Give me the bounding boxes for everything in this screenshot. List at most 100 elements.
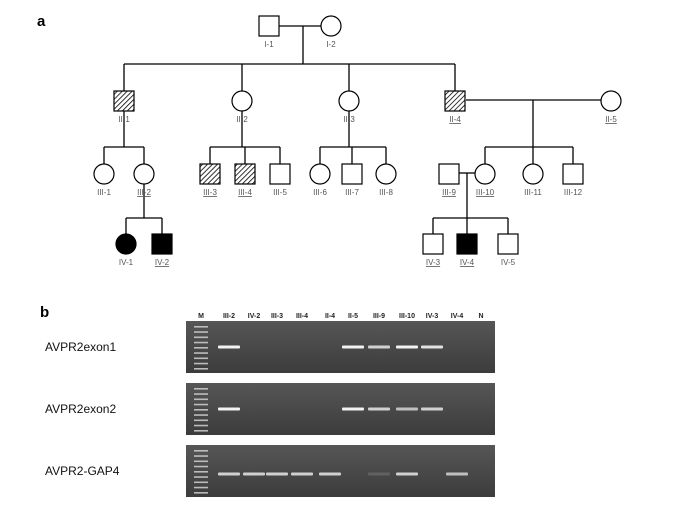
label-iii-7: III-7 (345, 188, 359, 197)
lane-label-iii-2: III-2 (223, 313, 235, 320)
band-iii-9 (368, 472, 390, 476)
ladder-band (194, 424, 208, 427)
ladder-band (194, 430, 208, 432)
ladder-band (194, 347, 208, 349)
lane-label-m: M (198, 313, 204, 320)
ladder-band (194, 471, 208, 473)
label-ii-1: II-1 (118, 115, 130, 124)
ladder-band (194, 486, 208, 489)
symbol-iii-8 (375, 163, 397, 185)
band-iv-2 (243, 472, 265, 476)
label-iv-4: IV-4 (460, 258, 475, 267)
ladder-band (194, 368, 208, 370)
ladder-band (194, 357, 208, 360)
lane-label-iii-3: III-3 (271, 313, 283, 320)
symbol-iii-3 (199, 163, 221, 185)
symbol-iv-2 (151, 233, 173, 255)
ladder-band (194, 341, 208, 344)
label-iii-5: III-5 (273, 188, 287, 197)
symbol-iii-2 (133, 163, 155, 185)
lane-label-ii-5: II-5 (348, 313, 358, 320)
lane-label-n: N (478, 313, 483, 320)
ladder-band (194, 414, 208, 416)
symbol-ii-1 (113, 90, 135, 112)
band-ii-5 (342, 345, 364, 349)
ladder-band (194, 419, 208, 422)
band-iii-4 (291, 472, 313, 476)
band-iii-2 (218, 345, 240, 349)
ladder-band (194, 403, 208, 406)
symbol-iv-1 (115, 233, 137, 255)
symbol-i-1 (258, 15, 280, 37)
ladder-band (194, 352, 208, 354)
gel-image-3 (186, 445, 495, 497)
ladder-band (194, 393, 208, 395)
label-iii-8: III-8 (379, 188, 393, 197)
symbol-iii-11 (522, 163, 544, 185)
symbol-iv-3 (422, 233, 444, 255)
symbol-iii-12 (562, 163, 584, 185)
panel-b-letter: b (40, 304, 49, 321)
symbol-ii-5 (600, 90, 622, 112)
band-iii-10 (396, 472, 418, 476)
label-iv-2: IV-2 (155, 258, 170, 267)
ladder-band (194, 331, 208, 333)
label-ii-3: II-3 (343, 115, 355, 124)
lane-label-iv-4: IV-4 (451, 313, 464, 320)
symbol-iii-4 (234, 163, 256, 185)
band-iv-4 (446, 472, 468, 476)
symbol-ii-3 (338, 90, 360, 112)
symbol-iii-9 (438, 163, 460, 185)
label-i-1: I-1 (264, 40, 274, 49)
band-ii-4 (319, 472, 341, 476)
ladder-band (194, 450, 208, 452)
symbol-iv-4 (456, 233, 478, 255)
ladder-band (194, 362, 208, 365)
ladder-band (194, 465, 208, 468)
gel-name-3: AVPR2-GAP4 (45, 464, 120, 478)
band-iii-3 (266, 472, 288, 476)
ladder-band (194, 481, 208, 484)
label-iii-11: III-11 (524, 188, 542, 197)
gel-name-1: AVPR2exon1 (45, 340, 116, 354)
band-iii-9 (368, 345, 390, 349)
band-iii-9 (368, 407, 390, 411)
ladder-band (194, 460, 208, 463)
symbol-i-2 (320, 15, 342, 37)
label-iii-1: III-1 (97, 188, 111, 197)
label-iii-6: III-6 (313, 188, 327, 197)
pedigree-symbols (93, 15, 622, 255)
label-ii-2: II-2 (236, 115, 248, 124)
band-iv-3 (421, 345, 443, 349)
lane-label-iv-3: IV-3 (426, 313, 439, 320)
symbol-iii-6 (309, 163, 331, 185)
symbol-iii-7 (341, 163, 363, 185)
band-iii-2 (218, 407, 240, 411)
label-iii-12: III-12 (564, 188, 583, 197)
ladder-band (194, 336, 208, 339)
label-iii-3: III-3 (203, 188, 217, 197)
band-iv-3 (421, 407, 443, 411)
lane-label-iv-2: IV-2 (248, 313, 261, 320)
symbol-iii-10 (474, 163, 496, 185)
lane-label-iii-10: III-10 (399, 313, 415, 320)
ladder-band (194, 388, 208, 390)
lane-label-ii-4: II-4 (325, 313, 335, 320)
band-ii-5 (342, 407, 364, 411)
band-iii-10 (396, 407, 418, 411)
ladder-band (194, 398, 208, 401)
gel-name-2: AVPR2exon2 (45, 402, 116, 416)
pedigree-lines (103, 25, 601, 234)
label-ii-5: II-5 (605, 115, 617, 124)
label-iii-10: III-10 (476, 188, 495, 197)
band-iii-2 (218, 472, 240, 476)
label-iii-9: III-9 (442, 188, 456, 197)
ladder-band (194, 455, 208, 457)
label-i-2: I-2 (326, 40, 336, 49)
label-iv-5: IV-5 (501, 258, 516, 267)
symbol-ii-2 (231, 90, 253, 112)
ladder-band (194, 409, 208, 411)
